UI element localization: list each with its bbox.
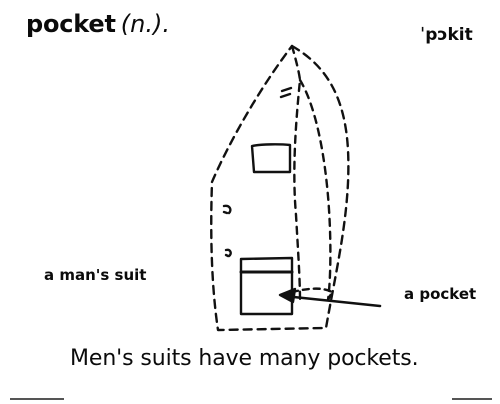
example-sentence: Men's suits have many pockets. bbox=[70, 346, 419, 371]
rule-right bbox=[452, 398, 492, 400]
buttonhole-marks bbox=[279, 86, 293, 99]
lower-pocket bbox=[239, 256, 294, 316]
breast-pocket bbox=[250, 143, 292, 174]
sleeve-seam bbox=[298, 78, 332, 302]
pocket-label: a pocket bbox=[404, 285, 477, 303]
jacket-outline bbox=[210, 44, 350, 332]
pronunciation: ˈpɔkit bbox=[420, 25, 473, 45]
pointer-arrow-line bbox=[282, 294, 382, 308]
part-of-speech: (n.). bbox=[120, 10, 170, 38]
button-lower bbox=[224, 248, 232, 258]
headword-line: pocket(n.). bbox=[26, 8, 170, 40]
sleeve-cuff bbox=[290, 287, 334, 302]
button-upper bbox=[222, 204, 232, 215]
headword: pocket bbox=[26, 10, 116, 38]
rule-left bbox=[10, 398, 64, 400]
pointer-arrow-head bbox=[278, 287, 297, 304]
suit-label: a man's suit bbox=[44, 266, 147, 284]
